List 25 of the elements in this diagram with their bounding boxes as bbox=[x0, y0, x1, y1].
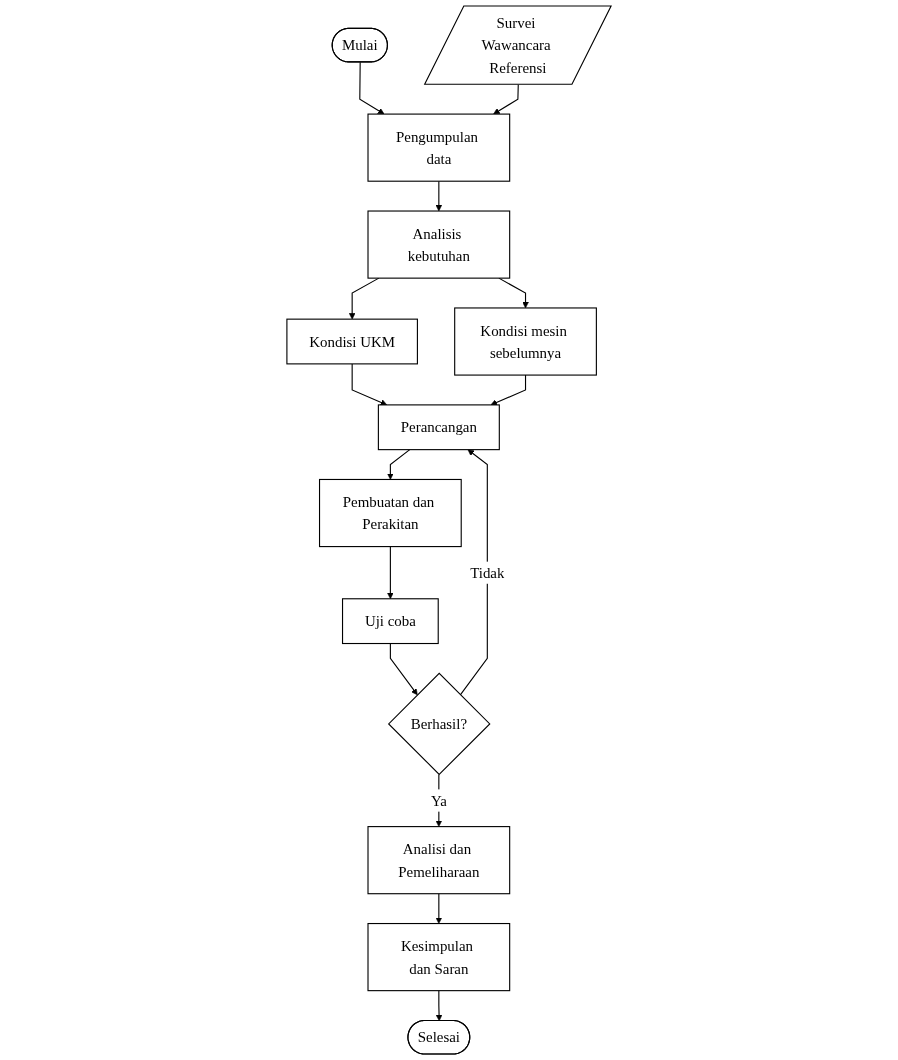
arrow bbox=[490, 374, 527, 406]
node-box: Pembuatan dan Perakitan bbox=[319, 478, 462, 548]
arrow bbox=[348, 277, 380, 320]
arrow bbox=[387, 546, 394, 600]
node-diamond: Berhasil? bbox=[387, 672, 491, 776]
edge-label: Ya bbox=[430, 792, 447, 809]
arrow bbox=[435, 893, 443, 924]
arrow bbox=[459, 449, 488, 696]
arrow bbox=[435, 180, 443, 212]
node-box: Perancangan bbox=[377, 404, 500, 451]
arrow bbox=[493, 84, 519, 115]
arrow bbox=[351, 363, 388, 406]
node-box: Kesimpulan dan Saran bbox=[367, 923, 511, 992]
arrow bbox=[389, 642, 418, 696]
arrow bbox=[498, 277, 529, 309]
node-box: Analisi dan Pemeliharaan bbox=[367, 826, 511, 895]
node-box: Uji coba bbox=[342, 598, 439, 645]
node-box: Kondisi UKM bbox=[286, 318, 418, 365]
arrow bbox=[387, 449, 411, 480]
node-box: Pengumpulan data bbox=[367, 113, 511, 182]
node-box: Kondisi mesin sebelumnya bbox=[454, 307, 597, 376]
node-box: Analisis kebutuhan bbox=[367, 210, 511, 279]
edge-label: Tidak bbox=[470, 564, 505, 581]
arrow bbox=[359, 61, 385, 115]
arrow bbox=[435, 990, 443, 1022]
